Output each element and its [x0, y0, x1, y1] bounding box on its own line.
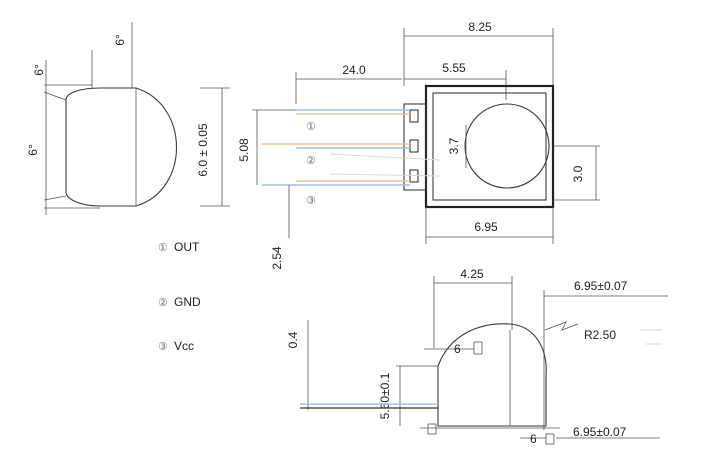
front-body-inner — [432, 92, 547, 201]
bottom-view-body — [437, 323, 547, 427]
legend-3-marker: ③ — [158, 341, 168, 353]
small-angle-a-label: 6 — [454, 342, 461, 356]
bottom-view: 4.25 6.95±0.07 R2.50 6 0.4 5.60±0.1 6 6.… — [286, 267, 668, 446]
bottom-total-label: 6.95±0.07 — [574, 279, 628, 293]
pin-1-marker: ① — [306, 121, 316, 133]
legend-2-marker: ② — [158, 297, 168, 309]
radius-label: R2.50 — [584, 328, 616, 342]
thickness-label: 0.4 — [286, 331, 300, 348]
front-lens-diameter-label: 3.7 — [447, 137, 461, 154]
small-angle-b-label: 6 — [530, 432, 537, 446]
faint-line-b — [329, 173, 441, 177]
side-view: 6° 6° 6° 6.0 ± 0.05 — [26, 22, 230, 215]
side-angle-tick-bottom — [43, 195, 67, 201]
front-lens — [464, 103, 550, 189]
side-angle-left-label: 6° — [26, 144, 40, 156]
side-view-body — [65, 87, 177, 207]
pin-tab-2 — [409, 139, 419, 153]
right-height-label: 3.0 — [571, 165, 585, 182]
bottom-height-label: 5.60±0.1 — [378, 372, 392, 419]
front-view: 8.25 24.0 5.55 3.7 ① ② ③ 5.08 — [237, 20, 600, 270]
legend-1-marker: ① — [158, 242, 168, 254]
front-top-width-label: 8.25 — [468, 20, 492, 34]
pitch-total-label: 5.08 — [237, 138, 251, 162]
faint-line-a — [329, 153, 441, 161]
pitch-label: 2.54 — [270, 246, 284, 270]
bottom-base-box-left — [427, 423, 437, 435]
pin-3-marker: ③ — [306, 195, 316, 207]
legend-3-label: Vcc — [174, 339, 194, 353]
side-angle-small-label: 6° — [32, 64, 46, 76]
bottom-base-box-right — [545, 433, 555, 445]
small-angle-a-box — [473, 341, 483, 355]
pin-tab-1 — [409, 109, 419, 123]
radius-leader — [544, 321, 579, 331]
front-lead-length-label: 24.0 — [342, 63, 366, 77]
bottom-total-2-label: 6.95±0.07 — [573, 425, 627, 439]
front-lens-offset-label: 5.55 — [442, 61, 466, 75]
legend-2-label: GND — [174, 295, 201, 309]
body-width-label: 6.95 — [474, 220, 498, 234]
bottom-width-label: 4.25 — [460, 267, 484, 281]
pin-legend: ① OUT ② GND ③ Vcc — [158, 240, 201, 353]
side-height-label: 6.0 ± 0.05 — [196, 123, 210, 177]
side-angle-tick-top-2 — [43, 91, 67, 101]
front-body-outer — [424, 84, 555, 209]
front-lead-frame — [403, 103, 427, 191]
legend-1-label: OUT — [174, 240, 200, 254]
pin-2-marker: ② — [306, 155, 316, 167]
side-angle-top-label: 6° — [113, 34, 127, 46]
